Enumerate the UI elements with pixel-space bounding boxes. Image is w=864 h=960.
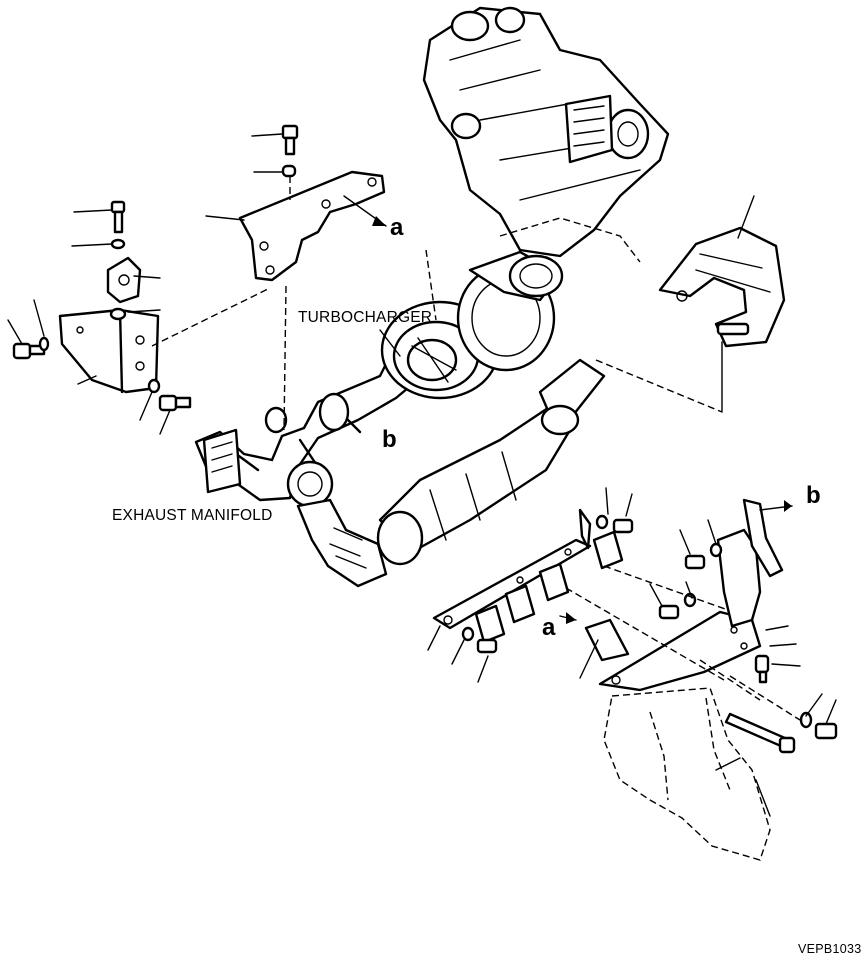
ref-b-lower: b: [806, 482, 821, 509]
leader-lines: [7, 133, 837, 817]
lower-right-bracket: [598, 498, 784, 692]
left-bracket-clamp: [106, 256, 142, 304]
ref-a-lower: a: [542, 614, 556, 641]
heat-shield-cover: [658, 226, 786, 348]
upper-bracket-bolt: [281, 124, 299, 200]
drawing-code: VEPB1033: [798, 942, 862, 956]
turbocharger-assembly: [380, 250, 564, 400]
lower-cover-plate: [603, 687, 771, 861]
ref-a-upper: a: [390, 214, 404, 241]
reference-arrows: [372, 216, 792, 624]
upper-mounting-bracket: [238, 170, 386, 282]
ref-b-center: b: [382, 426, 397, 453]
exhaust-pipe-silencer: [376, 358, 606, 566]
upper-engine-assembly: [422, 6, 670, 263]
left-side-bracket: [58, 308, 160, 394]
lower-bolts: [461, 514, 838, 754]
turbocharger-label: TURBOCHARGER: [298, 309, 433, 326]
exhaust-manifold-label: EXHAUST MANIFOLD: [112, 507, 273, 524]
lower-rail-bracket: [432, 508, 592, 630]
lower-spacer-tubes: [474, 530, 630, 662]
